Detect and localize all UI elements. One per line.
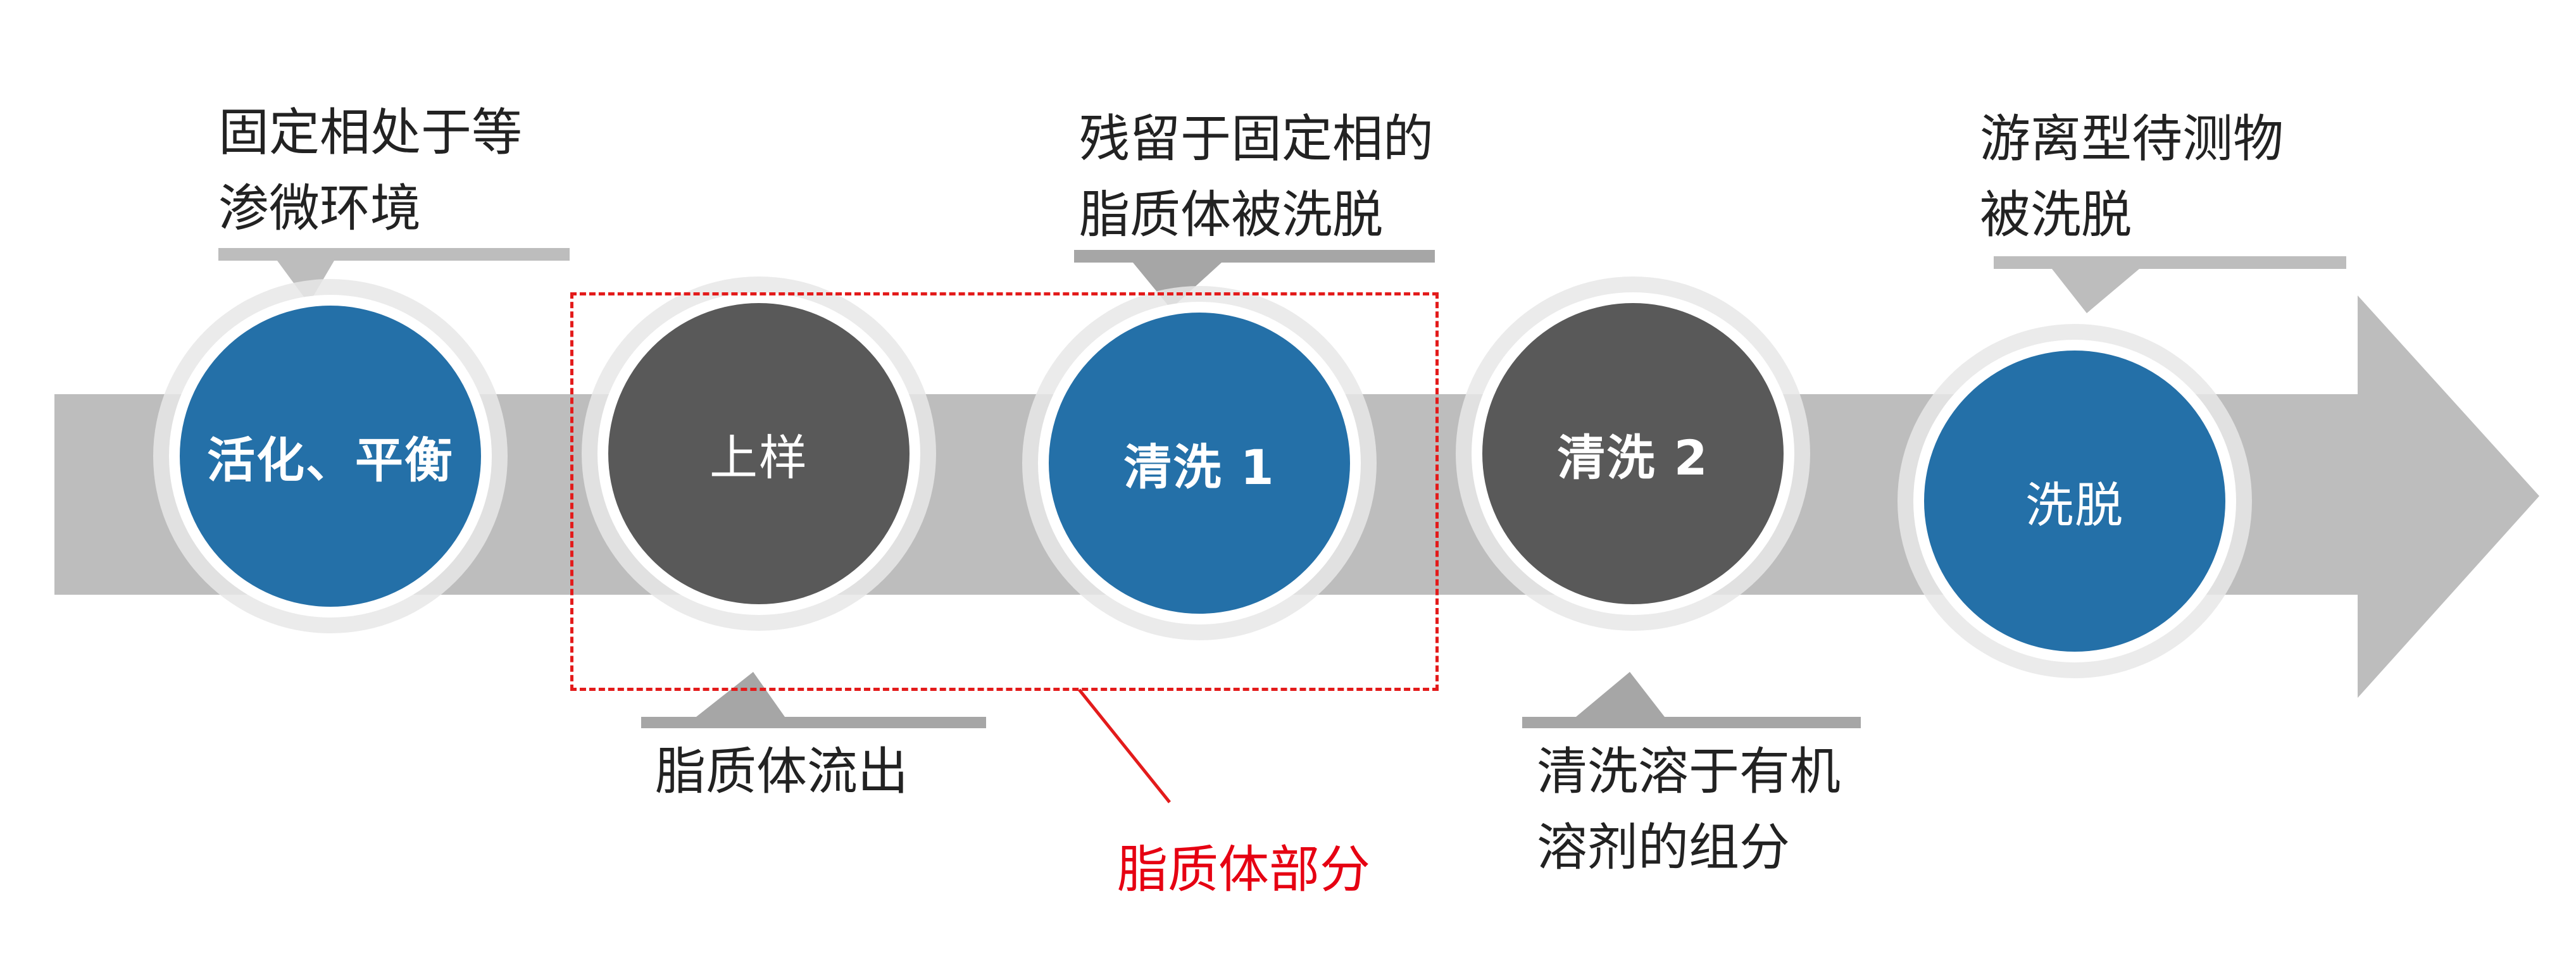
callout-top-3: 游离型待测物 被洗脱 — [1980, 101, 2284, 253]
step-label: 洗脱 — [1924, 351, 2225, 652]
callout-line: 脂质体被洗脱 — [1079, 185, 1383, 244]
callout-line: 残留于固定相的 — [1079, 109, 1434, 168]
step-label: 活化、平衡 — [180, 306, 481, 607]
callout-pointer-bottom-1 — [641, 672, 986, 728]
callout-bottom-1: 脂质体流出 — [655, 734, 908, 810]
callout-line: 游离型待测物 — [1980, 109, 2284, 168]
step-label: 清洗 1 — [1049, 313, 1350, 614]
callout-top-2: 残留于固定相的 脂质体被洗脱 — [1079, 101, 1434, 253]
callout-top-1: 固定相处于等 渗微环境 — [218, 95, 522, 247]
callout-pointer-bottom-2 — [1522, 672, 1861, 728]
highlight-leader-line — [1078, 688, 1171, 804]
step-label: 上样 — [608, 303, 910, 604]
callout-line: 被洗脱 — [1980, 185, 2132, 244]
callout-line: 渗微环境 — [218, 179, 421, 238]
callout-pointer-top-2 — [1074, 250, 1435, 309]
callout-bottom-2: 清洗溶于有机 溶剂的组分 — [1537, 734, 1841, 886]
callout-line: 脂质体流出 — [655, 742, 908, 801]
step-label: 清洗 2 — [1482, 303, 1784, 604]
callout-line: 固定相处于等 — [218, 103, 522, 162]
callout-line: 清洗溶于有机 — [1537, 742, 1841, 801]
lipid-highlight-box — [570, 292, 1439, 691]
callout-line: 溶剂的组分 — [1537, 818, 1790, 877]
lipid-part-label: 脂质体部分 — [1117, 840, 1370, 899]
callout-pointer-top-3 — [1994, 256, 2346, 313]
